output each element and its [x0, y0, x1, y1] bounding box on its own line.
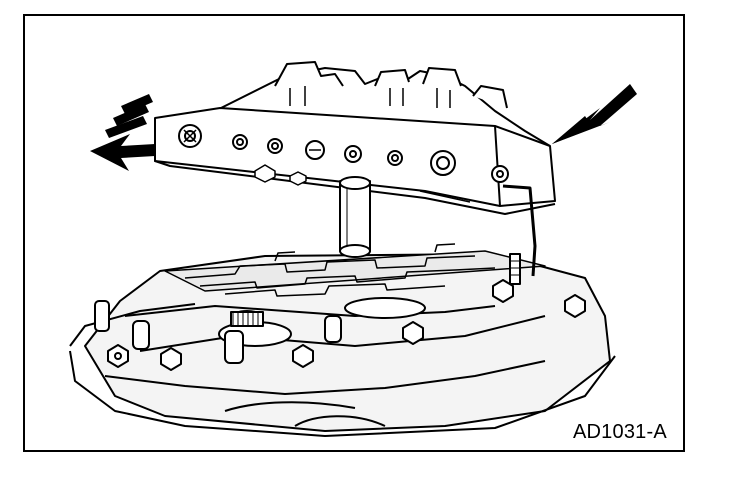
valve-body-illustration	[69, 61, 637, 437]
bolts	[107, 279, 586, 371]
attention-arrow	[552, 84, 637, 144]
bolt	[402, 321, 424, 345]
transmission-case	[69, 243, 616, 437]
valve-body	[154, 61, 556, 215]
valve-bores	[178, 124, 509, 183]
figure-caption: AD1031-A	[573, 421, 667, 443]
feed-tube	[339, 176, 371, 258]
actuator-rod	[502, 184, 537, 277]
illustration-frame: AD1031-A	[23, 14, 685, 452]
bolt	[492, 279, 514, 303]
alignment-pins	[94, 253, 521, 364]
bolt	[107, 344, 129, 368]
bolt	[292, 344, 314, 368]
bolt	[564, 294, 586, 318]
pump-gear	[230, 310, 264, 327]
removal-direction-arrow	[90, 94, 155, 171]
bolt	[160, 347, 182, 371]
